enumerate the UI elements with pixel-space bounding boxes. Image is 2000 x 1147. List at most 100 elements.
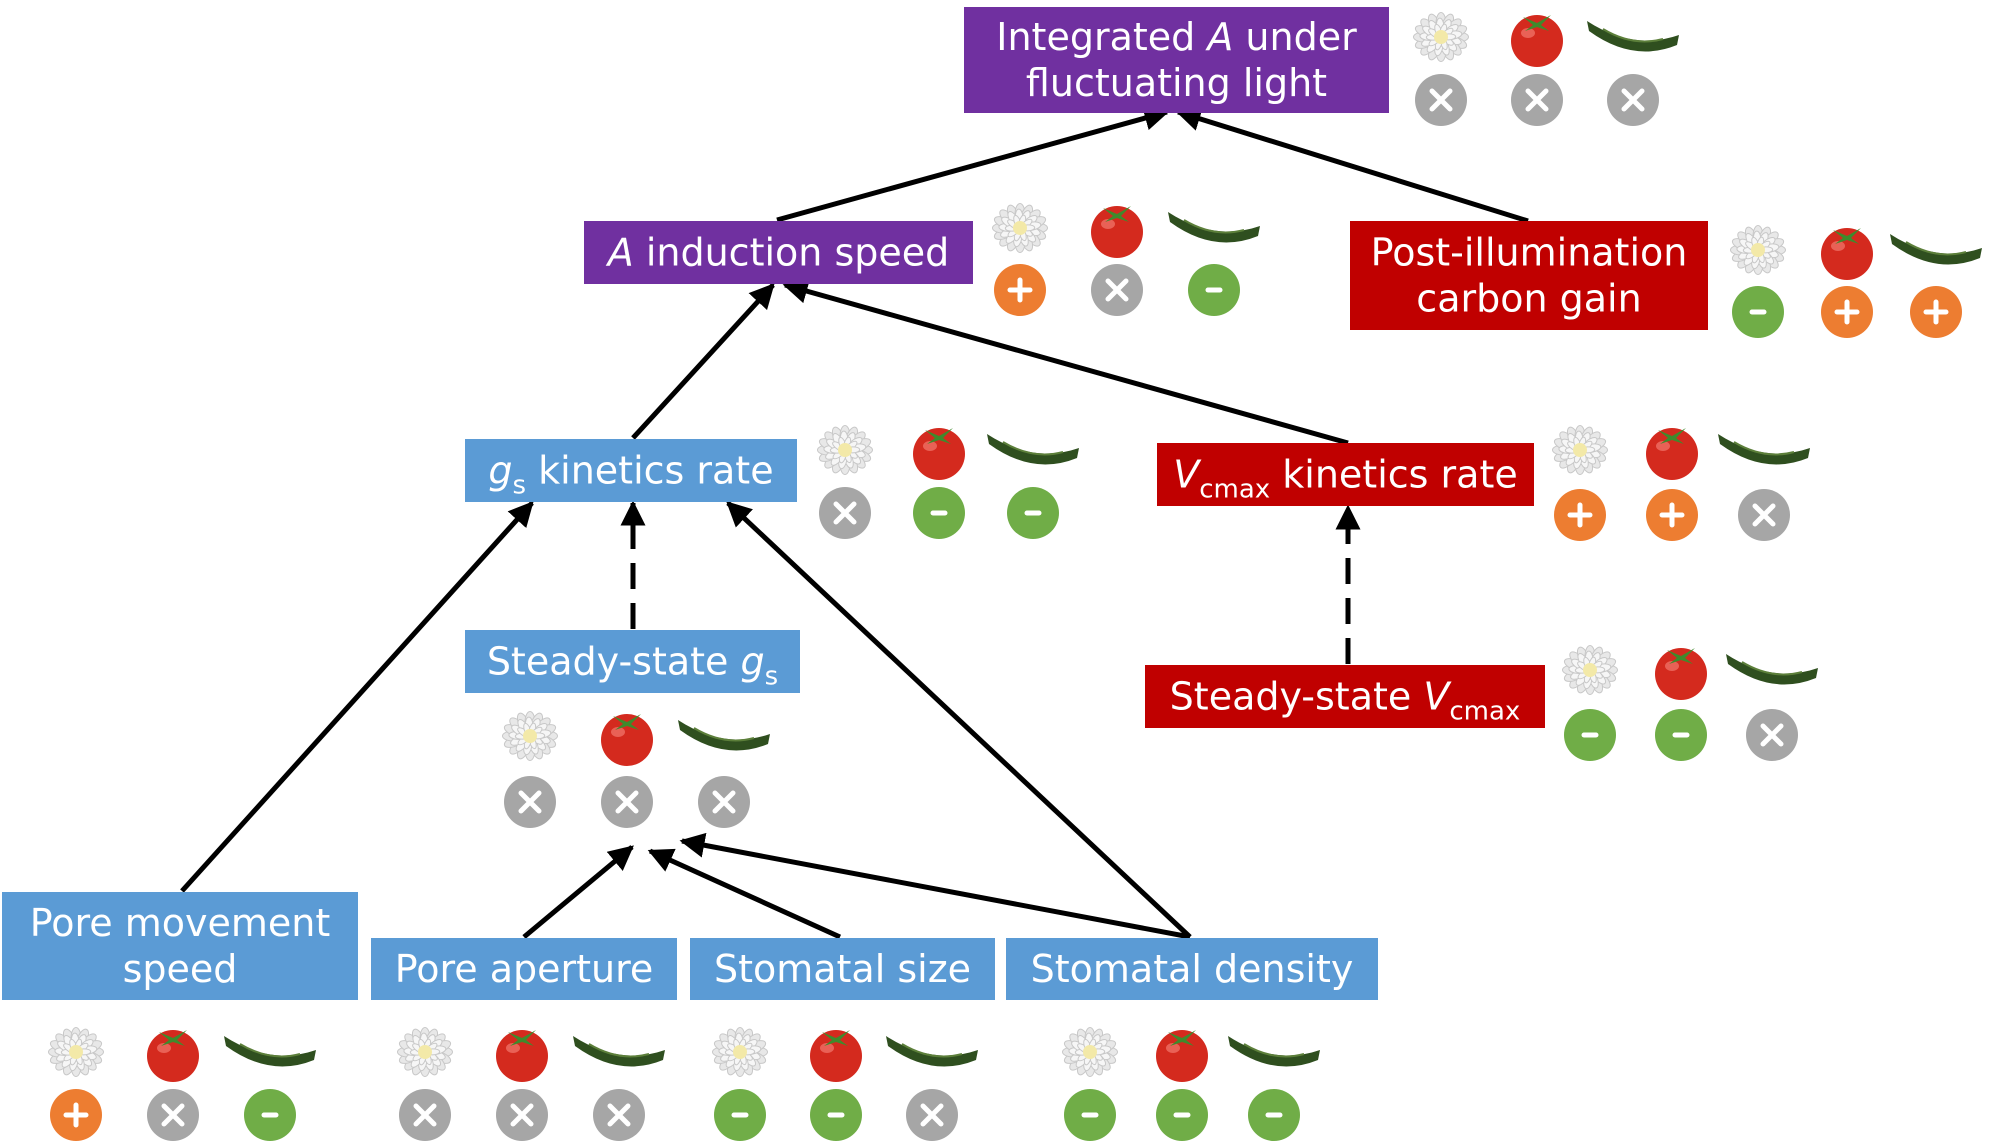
cucumber-icon xyxy=(1228,1036,1320,1067)
plus-effect-badge-chrysanthemum xyxy=(1554,489,1606,541)
node-steady-vcmax: Steady-state Vcmax xyxy=(1145,665,1545,728)
none-effect-badge-tomato xyxy=(601,776,653,828)
node-box xyxy=(1006,938,1378,1000)
arrow-vcmax-kinetics-to-a-induction xyxy=(782,279,1349,446)
none-effect-badge-tomato xyxy=(1091,264,1143,316)
none-effect-badge-tomato xyxy=(1511,74,1563,126)
cucumber-icon xyxy=(1718,434,1810,465)
flower-icon xyxy=(502,711,558,761)
node-box xyxy=(371,938,677,1000)
effects-steady-gs xyxy=(502,711,770,828)
label-segment: cmax xyxy=(1449,697,1520,727)
arrow-pore-aperture-to-steady-gs xyxy=(522,845,634,939)
label-segment: A xyxy=(1204,15,1233,59)
arrow-stomatal-density-to-steady-gs xyxy=(679,832,1191,940)
cucumber-icon xyxy=(573,1036,665,1067)
minus-effect-badge-tomato xyxy=(1156,1089,1208,1141)
node-label: gs kinetics rate xyxy=(488,449,773,501)
flower-icon xyxy=(992,203,1048,253)
flower-icon xyxy=(1062,1027,1118,1077)
effects-stomatal-size xyxy=(712,1027,978,1141)
arrow-a-induction-to-integrated-a xyxy=(776,105,1170,223)
node-box xyxy=(690,938,995,1000)
minus-effect-badge-cucumber xyxy=(1007,487,1059,539)
arrow-stomatal-size-to-steady-gs xyxy=(647,848,842,940)
none-effect-badge-cucumber xyxy=(1607,74,1659,126)
flower-icon xyxy=(1413,12,1469,62)
label-segment: s xyxy=(513,471,527,501)
arrow-post-illumination-to-integrated-a xyxy=(1175,106,1529,224)
plus-effect-badge-tomato xyxy=(1821,286,1873,338)
arrow-gs-kinetics-to-a-induction xyxy=(631,283,775,440)
effects-integrated-a xyxy=(1413,12,1679,126)
label-segment: Stomatal density xyxy=(1031,947,1354,991)
label-segment: s xyxy=(765,662,779,692)
none-effect-badge-chrysanthemum xyxy=(399,1089,451,1141)
arrow-pore-movement-to-gs-kinetics xyxy=(180,501,534,893)
none-effect-badge-cucumber xyxy=(1738,489,1790,541)
none-effect-badge-cucumber xyxy=(906,1089,958,1141)
tomato-icon xyxy=(147,1030,199,1082)
node-label: A induction speed xyxy=(605,231,950,275)
node-pore-aperture: Pore aperture xyxy=(371,938,677,1000)
node-vcmax-kinetics: Vcmax kinetics rate xyxy=(1157,443,1534,506)
node-label: Steady-state gs xyxy=(487,640,778,692)
minus-effect-badge-chrysanthemum xyxy=(1064,1089,1116,1141)
node-label: Post-illumination xyxy=(1371,231,1688,275)
flower-icon xyxy=(1562,645,1618,695)
node-label: speed xyxy=(123,947,238,991)
node-a-induction: A induction speed xyxy=(584,221,973,284)
tomato-icon xyxy=(1156,1030,1208,1082)
node-box xyxy=(465,630,800,693)
tomato-icon xyxy=(1646,428,1698,480)
label-segment: Pore aperture xyxy=(395,947,654,991)
tomato-icon xyxy=(1821,228,1873,280)
label-segment: Post-illumination xyxy=(1371,231,1688,275)
node-label: Integrated A under xyxy=(996,15,1357,59)
node-stomatal-density: Stomatal density xyxy=(1006,938,1378,1000)
arrow-stomatal-density-to-gs-kinetics xyxy=(726,501,1192,939)
minus-effect-badge-chrysanthemum xyxy=(714,1089,766,1141)
node-box xyxy=(1145,665,1545,728)
minus-effect-badge-tomato xyxy=(913,487,965,539)
node-box xyxy=(465,439,797,502)
label-segment: fluctuating light xyxy=(1026,61,1327,105)
flower-icon xyxy=(817,425,873,475)
tomato-icon xyxy=(1511,15,1563,67)
label-segment: carbon gain xyxy=(1416,277,1641,321)
node-box xyxy=(1157,443,1534,506)
node-label: Stomatal size xyxy=(714,947,971,991)
cucumber-icon xyxy=(1587,21,1679,52)
minus-effect-badge-cucumber xyxy=(1188,264,1240,316)
none-effect-badge-tomato xyxy=(147,1089,199,1141)
node-box xyxy=(1350,221,1708,330)
label-segment: Steady-state xyxy=(487,640,741,684)
effects-pore-aperture xyxy=(397,1027,665,1141)
minus-effect-badge-chrysanthemum xyxy=(1564,709,1616,761)
none-effect-badge-tomato xyxy=(496,1089,548,1141)
plus-effect-badge-chrysanthemum xyxy=(994,264,1046,316)
none-effect-badge-cucumber xyxy=(1746,709,1798,761)
none-effect-badge-chrysanthemum xyxy=(1415,74,1467,126)
node-label: Stomatal density xyxy=(1031,947,1354,991)
label-segment: kinetics rate xyxy=(1270,453,1518,497)
node-label: Vcmax kinetics rate xyxy=(1173,453,1517,505)
label-segment: Pore movement xyxy=(30,901,331,945)
plus-effect-badge-tomato xyxy=(1646,489,1698,541)
cucumber-icon xyxy=(1726,654,1818,685)
node-box xyxy=(964,7,1389,113)
cucumber-icon xyxy=(987,434,1079,465)
label-segment: Steady-state xyxy=(1170,675,1424,719)
flower-icon xyxy=(1730,225,1786,275)
none-effect-badge-chrysanthemum xyxy=(819,487,871,539)
none-effect-badge-chrysanthemum xyxy=(504,776,556,828)
effects-vcmax-kinetics xyxy=(1552,425,1810,541)
label-segment: induction speed xyxy=(634,231,950,275)
flower-icon xyxy=(712,1027,768,1077)
node-stomatal-size: Stomatal size xyxy=(690,938,995,1000)
tomato-icon xyxy=(1655,648,1707,700)
node-steady-gs: Steady-state gs xyxy=(465,630,800,693)
node-label: Pore movement xyxy=(30,901,331,945)
